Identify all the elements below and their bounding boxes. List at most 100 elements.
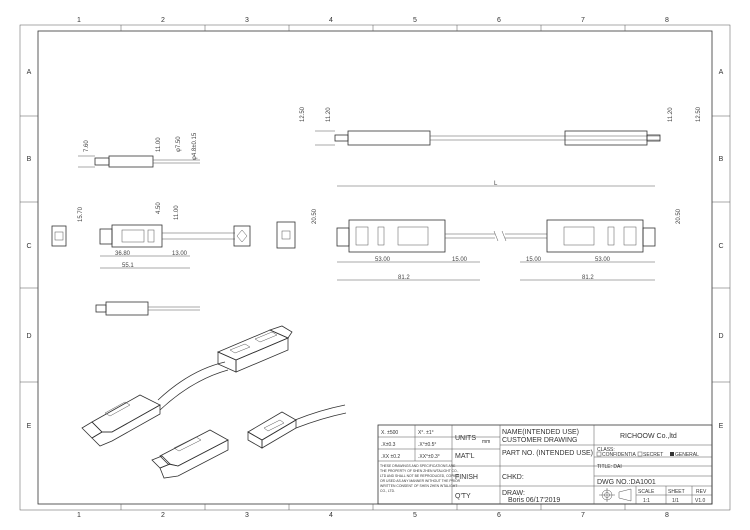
- class-checkbox-secret[interactable]: [637, 451, 643, 457]
- dim-big-right-h: 20.50: [676, 208, 682, 224]
- side-view-small: [78, 155, 200, 168]
- col-label: 7: [581, 17, 585, 24]
- draw-label: DRAW:: [502, 490, 525, 497]
- col-label: 8: [665, 512, 669, 519]
- dim-big-l2: 15.00: [452, 257, 468, 263]
- end-view-right: [276, 221, 296, 249]
- column-labels-top: 1 2 3 4 5 6 7 8: [77, 17, 669, 24]
- dim-top-right-a: 11.20: [668, 107, 674, 122]
- dim-side-small-c: φ7.50: [176, 136, 182, 152]
- row-label: E: [27, 423, 32, 430]
- zone-ticks: [20, 25, 730, 510]
- dim-side-small-b: 11.00: [156, 137, 162, 152]
- tol-1b: X°. ±1°: [418, 430, 434, 436]
- row-label: D: [718, 333, 723, 340]
- dim-side-small-d: φ4.8±0.15: [192, 132, 198, 160]
- finish-label: FINISH: [455, 474, 478, 481]
- name-value: CUSTOMER DRAWING: [502, 437, 577, 444]
- bottom-view-small: [95, 301, 200, 316]
- col-label: 5: [413, 17, 417, 24]
- rev-value: V1.0: [695, 498, 706, 504]
- tol-2b: .X°±0.5°: [418, 442, 436, 448]
- dim-top-left-b: 11.20: [326, 107, 332, 122]
- qty-label: Q'TY: [455, 493, 471, 500]
- column-labels-bottom: 1 2 3 4 5 6 7 8: [77, 512, 669, 519]
- dim-big-r2: 53.00: [595, 257, 611, 263]
- col-label: 7: [581, 512, 585, 519]
- col-label: 1: [77, 512, 81, 519]
- dim-big-l3: 81.2: [398, 275, 410, 281]
- notice-line: THESE DRAWINGS AND SPECIFICATIONS ARE: [380, 464, 456, 468]
- col-label: 2: [161, 17, 165, 24]
- tol-3b: .XX°±0.3°: [418, 454, 440, 460]
- row-labels-right: A B C D E: [718, 69, 723, 430]
- part-label: PART NO. (INTENDED USE): [502, 450, 593, 457]
- row-label: E: [719, 423, 724, 430]
- dim-mid-b: 4.50: [156, 202, 162, 214]
- col-label: 2: [161, 512, 165, 519]
- matl-label: MAT'L: [455, 453, 475, 460]
- inner-frame: [37, 30, 713, 505]
- rev-label: REV: [696, 489, 707, 495]
- dim-top-left-a: 12.50: [300, 106, 306, 122]
- row-label: A: [27, 69, 32, 76]
- top-view-cable: [315, 130, 661, 146]
- class-option: GENERAL: [675, 452, 699, 458]
- name-label: NAME(INTENDED USE): [502, 429, 579, 436]
- row-label: D: [26, 333, 31, 340]
- notice-line: WRITTEN CONSENT OF SHEN ZHEN WTALIGHT: [380, 484, 457, 488]
- outer-frame: [19, 24, 731, 511]
- col-label: 8: [665, 17, 669, 24]
- dim-big-r3: 81.2: [582, 275, 594, 281]
- draw-value: Boris 06/17'2019: [508, 497, 560, 504]
- class-option: SECRET: [643, 452, 663, 458]
- dim-big-l1: 53.00: [375, 257, 391, 263]
- row-label: B: [719, 156, 724, 163]
- units-label: UNITS: [455, 435, 476, 442]
- col-label: 4: [329, 512, 333, 519]
- dim-big-length: L: [494, 181, 498, 187]
- row-labels-left: A B C D E: [26, 69, 31, 430]
- row-label: B: [27, 156, 32, 163]
- tol-3: .XX ±0.2: [381, 454, 400, 460]
- class-option: CONFIDENTIA: [602, 452, 637, 458]
- sheet-value: 1/1: [672, 498, 679, 504]
- dim-big-left-h: 20.50: [312, 208, 318, 224]
- notice-line: LTD AND SHALL NOT BE REPRODUCED, COPIED: [380, 474, 460, 478]
- dim-side-small-a: 7.60: [84, 140, 90, 152]
- dwg-number: DWG NO.:DA1001: [597, 479, 656, 486]
- class-checkbox-general[interactable]: [670, 452, 674, 456]
- tol-1: X. ±500: [381, 430, 398, 436]
- notice-line: OR USED AS ANY MANNER WITHOUT THE PRIOR: [380, 479, 461, 483]
- tol-2: .X±0.3: [381, 442, 396, 448]
- scale-value: 1:1: [643, 498, 650, 504]
- dim-mid-a: 15.70: [78, 206, 84, 222]
- isometric-assembly-upper: [81, 325, 293, 447]
- end-view-middle: [233, 225, 251, 247]
- dim-top-right-b: 12.50: [696, 106, 702, 122]
- col-label: 3: [245, 512, 249, 519]
- notice-line: CO., LTD.: [380, 489, 395, 493]
- big-view-cable: [336, 219, 656, 253]
- dim-mid-c: 11.00: [174, 205, 180, 220]
- class-checkbox-confidential[interactable]: [596, 451, 602, 457]
- units-value: mm: [482, 439, 490, 445]
- col-label: 6: [497, 512, 501, 519]
- dim-mid-e: 13.00: [172, 251, 188, 257]
- chkd-label: CHKD:: [502, 474, 524, 481]
- mid-view-connector: [99, 224, 235, 248]
- scale-label: SCALE: [638, 489, 655, 495]
- dim-big-r1: 15.00: [526, 257, 542, 263]
- class-label: CLASS:: [597, 447, 615, 453]
- row-label: C: [718, 243, 723, 250]
- notice-text: THESE DRAWINGS AND SPECIFICATIONS ARE TH…: [380, 464, 461, 493]
- row-label: A: [719, 69, 724, 76]
- title-label: TITLE: DAI: [597, 464, 622, 470]
- sheet-label: SHEET: [668, 489, 685, 495]
- dim-mid-f: 55.1: [122, 263, 134, 269]
- col-label: 3: [245, 17, 249, 24]
- notice-line: THE PROPERTY OF SHEN ZHEN WTALIGHT CO.,: [380, 469, 459, 473]
- row-label: C: [26, 243, 31, 250]
- end-view-left: [51, 225, 67, 247]
